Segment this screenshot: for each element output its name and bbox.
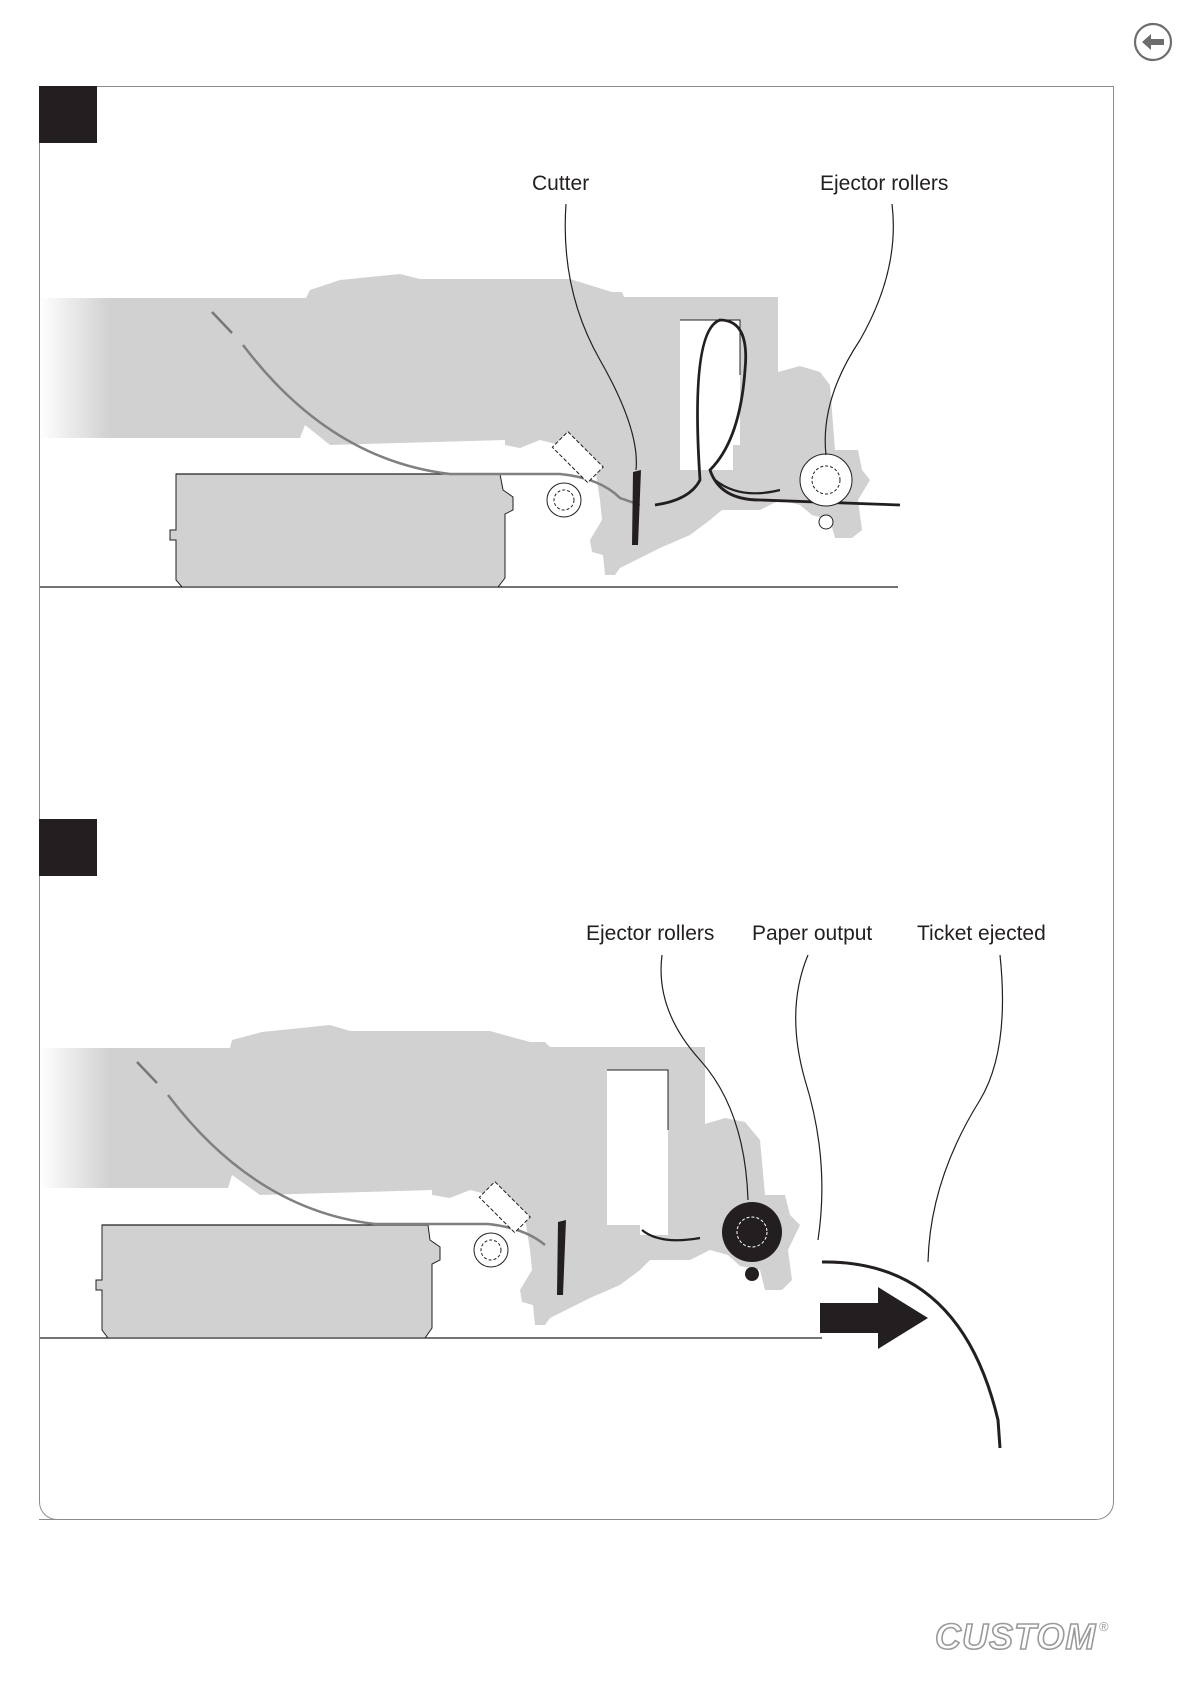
step-2-window [607, 1070, 668, 1235]
leader-ticket-ejected [928, 955, 1003, 1262]
step-1-diagram [40, 204, 900, 587]
leader-paper-output [796, 955, 822, 1240]
logo-registered: ® [1099, 1619, 1109, 1634]
step-2-ejector-roller [722, 1202, 782, 1262]
ejected-ticket [822, 1262, 1000, 1448]
leader-ejector-1 [825, 204, 893, 455]
right-arrow-icon [820, 1287, 928, 1349]
step-1-window [680, 320, 740, 470]
step-1-ejector-roller [800, 454, 852, 506]
custom-logo: CUSTOM ® [935, 1615, 1115, 1657]
step-2-diagram [40, 955, 1003, 1448]
step-1-paper-tray [170, 474, 513, 587]
logo-text: CUSTOM [935, 1616, 1096, 1657]
step-2-paper-tray [96, 1225, 440, 1338]
